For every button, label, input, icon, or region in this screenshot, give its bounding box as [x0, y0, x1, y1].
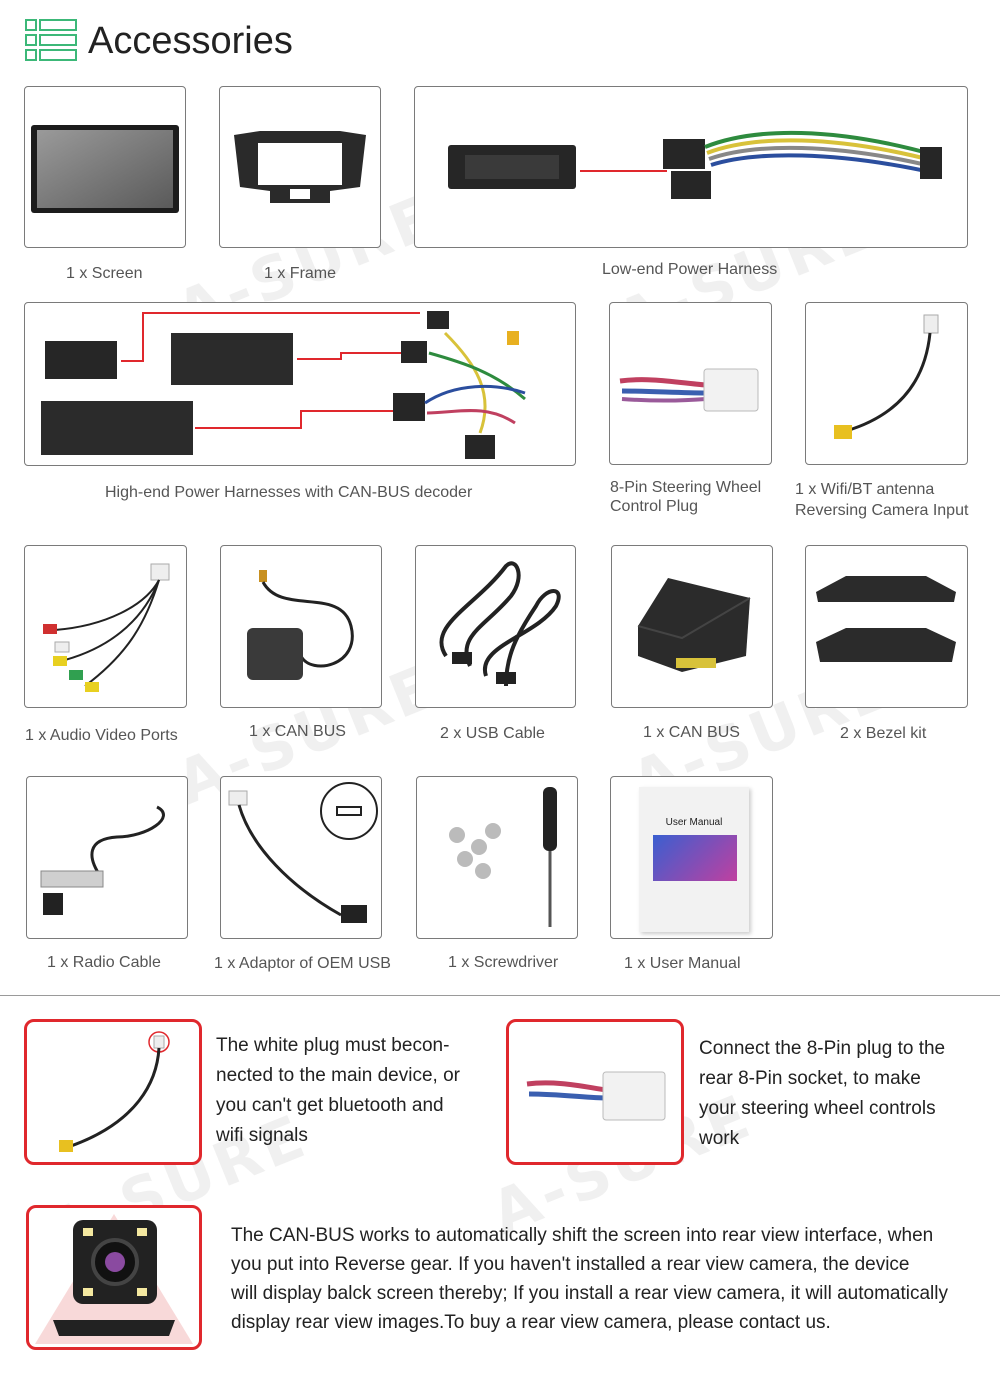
gps-canbus-image: [220, 545, 382, 708]
frame-caption: 1 x Frame: [264, 265, 337, 282]
section-divider: [0, 995, 1000, 996]
steering-plug-image: [609, 302, 772, 465]
white-plug-note: The white plug must becon- nected to the…: [216, 1035, 460, 1146]
frame-image: [219, 86, 381, 248]
wifi-caption-line1: 1 x Wifi/BT antenna: [795, 481, 935, 498]
audio-video-caption: 1 x Audio Video Ports: [25, 727, 178, 744]
steering-caption-line2: Control Plug: [610, 498, 699, 515]
eight-pin-highlight-image: [506, 1019, 684, 1165]
bezel-kit-image: [805, 545, 968, 708]
manual-screen-image: [653, 835, 737, 881]
high-harness-caption: High-end Power Harnesses with CAN-BUS de…: [105, 484, 473, 501]
eight-pin-note: Connect the 8-Pin plug to the rear 8-Pin…: [699, 1038, 946, 1149]
wifi-caption-line2: Reversing Camera Input: [795, 502, 969, 519]
usb-cable-caption: 2 x USB Cable: [440, 725, 545, 742]
low-harness-caption: Low-end Power Harness: [602, 261, 778, 278]
screen-image: [24, 86, 186, 248]
manual-cover-title: User Manual: [665, 817, 723, 828]
oem-usb-caption: 1 x Adaptor of OEM USB: [214, 955, 391, 972]
usb-cable-image: [415, 545, 576, 708]
user-manual-caption: 1 x User Manual: [624, 955, 741, 972]
list-menu-icon: [24, 18, 78, 62]
screwdriver-caption: 1 x Screwdriver: [448, 954, 559, 971]
low-harness-image: [414, 86, 968, 248]
screwdriver-image: [416, 776, 578, 939]
radio-cable-caption: 1 x Radio Cable: [47, 954, 161, 971]
white-plug-highlight-image: [24, 1019, 202, 1165]
oem-usb-image: [220, 776, 382, 939]
high-harness-image: [24, 302, 576, 466]
screen-caption: 1 x Screen: [66, 265, 143, 282]
canbus-box-image: [611, 545, 773, 708]
user-manual-image: User Manual: [610, 776, 773, 939]
gps-canbus-caption: 1 x CAN BUS: [249, 723, 346, 740]
canbus-box-caption: 1 x CAN BUS: [643, 724, 740, 741]
radio-cable-image: [26, 776, 188, 939]
audio-video-image: [24, 545, 187, 708]
page-title: Accessories: [88, 20, 293, 62]
rear-camera-image: [26, 1205, 202, 1350]
bezel-caption: 2 x Bezel kit: [840, 725, 927, 742]
wifi-antenna-image: [805, 302, 968, 465]
steering-caption-line1: 8-Pin Steering Wheel: [610, 479, 762, 496]
canbus-note: The CAN-BUS works to automatically shift…: [231, 1225, 948, 1333]
